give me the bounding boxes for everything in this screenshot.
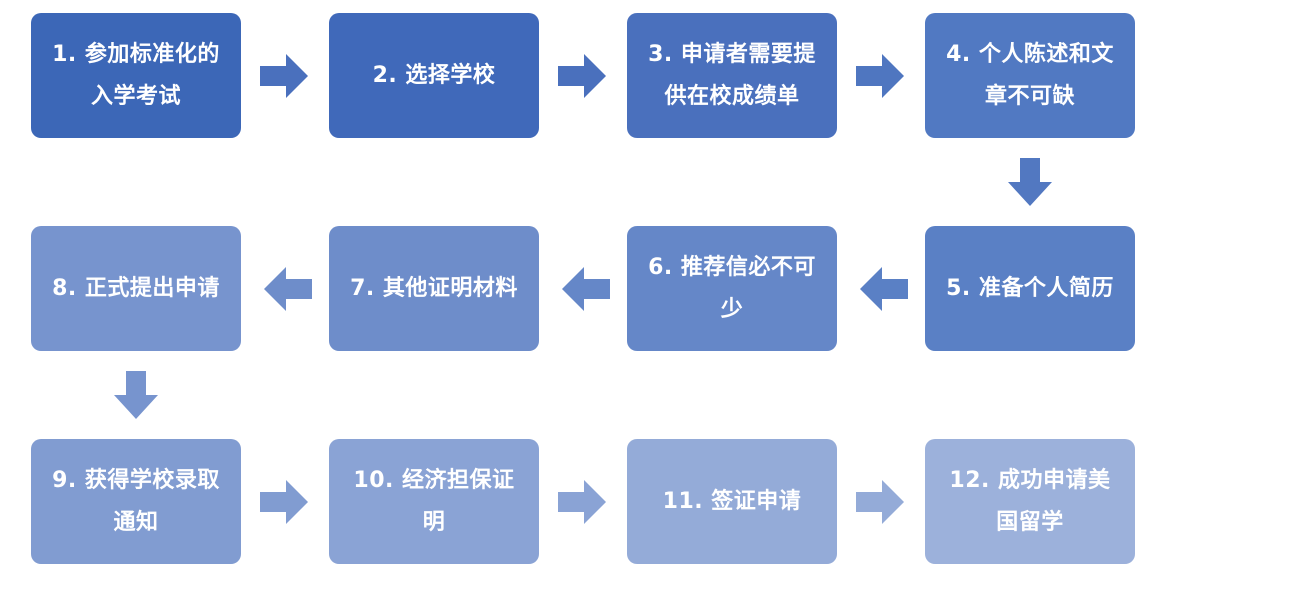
arrow-down-icon: [1004, 156, 1056, 208]
step-1-label: 1. 参加标准化的入学考试: [52, 41, 220, 109]
arrow-right-icon: [556, 476, 608, 528]
step-9-label: 9. 获得学校录取通知: [52, 467, 220, 535]
arrow-left-icon: [858, 263, 910, 315]
step-11-label: 11. 签证申请: [662, 488, 802, 514]
step-5-label: 5. 准备个人简历: [946, 275, 1114, 301]
step-7-box: 7. 其他证明材料: [329, 226, 539, 351]
arrow-right-icon: [258, 476, 310, 528]
step-1-box: 1. 参加标准化的入学考试: [31, 13, 241, 138]
step-8-box: 8. 正式提出申请: [31, 226, 241, 351]
step-2-box: 2. 选择学校: [329, 13, 539, 138]
arrow-left-icon: [262, 263, 314, 315]
arrow-left-icon: [560, 263, 612, 315]
step-10-label: 10. 经济担保证明: [353, 467, 515, 535]
step-9-box: 9. 获得学校录取通知: [31, 439, 241, 564]
step-4-label: 4. 个人陈述和文章不可缺: [946, 41, 1114, 109]
step-3-label: 3. 申请者需要提供在校成绩单: [648, 41, 816, 109]
step-6-label: 6. 推荐信必不可少: [648, 254, 816, 322]
step-2-label: 2. 选择学校: [372, 62, 496, 88]
step-5-box: 5. 准备个人简历: [925, 226, 1135, 351]
step-3-box: 3. 申请者需要提供在校成绩单: [627, 13, 837, 138]
step-4-box: 4. 个人陈述和文章不可缺: [925, 13, 1135, 138]
arrow-down-icon: [110, 369, 162, 421]
step-12-box: 12. 成功申请美国留学: [925, 439, 1135, 564]
step-12-label: 12. 成功申请美国留学: [949, 467, 1111, 535]
arrow-right-icon: [854, 476, 906, 528]
arrow-right-icon: [556, 50, 608, 102]
step-6-box: 6. 推荐信必不可少: [627, 226, 837, 351]
step-11-box: 11. 签证申请: [627, 439, 837, 564]
arrow-right-icon: [258, 50, 310, 102]
step-8-label: 8. 正式提出申请: [52, 275, 220, 301]
step-10-box: 10. 经济担保证明: [329, 439, 539, 564]
step-7-label: 7. 其他证明材料: [350, 275, 518, 301]
arrow-right-icon: [854, 50, 906, 102]
